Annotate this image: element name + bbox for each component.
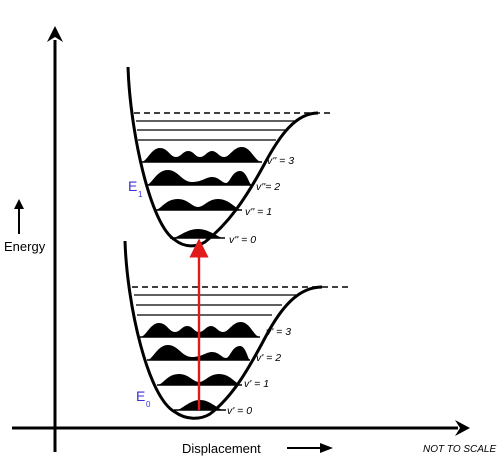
upper-level-label-v0: v'' = 0 <box>229 234 256 246</box>
svg-text:E: E <box>128 178 137 194</box>
upper-level-label-v3: v'' = 3 <box>267 155 294 167</box>
lower-level-label-v1: v' = 1 <box>244 378 269 390</box>
displacement-arrow-icon <box>287 443 333 453</box>
energy-axis-label: Energy <box>4 239 46 254</box>
x-axis <box>12 420 470 436</box>
lower-level-label-v2: v' = 2 <box>256 352 281 364</box>
displacement-axis-label: Displacement <box>182 441 261 456</box>
upper-level-label-v1: v'' = 1 <box>245 206 272 218</box>
y-axis <box>47 26 63 452</box>
upper-potential-well <box>126 66 333 248</box>
svg-text:E: E <box>136 388 145 404</box>
upper-level-label-v2: v''= 2 <box>256 181 280 193</box>
upper-state-label: E 1 <box>128 178 143 199</box>
not-to-scale-note: NOT TO SCALE <box>423 444 496 455</box>
svg-text:1: 1 <box>138 190 143 199</box>
lower-state-label: E 0 <box>136 388 151 409</box>
lower-level-label-v0: v' = 0 <box>227 405 252 417</box>
svg-text:0: 0 <box>146 400 151 409</box>
energy-arrow-icon <box>14 199 24 234</box>
lower-level-label-v3: v' = 3 <box>266 326 291 338</box>
lower-potential-well <box>123 240 349 420</box>
